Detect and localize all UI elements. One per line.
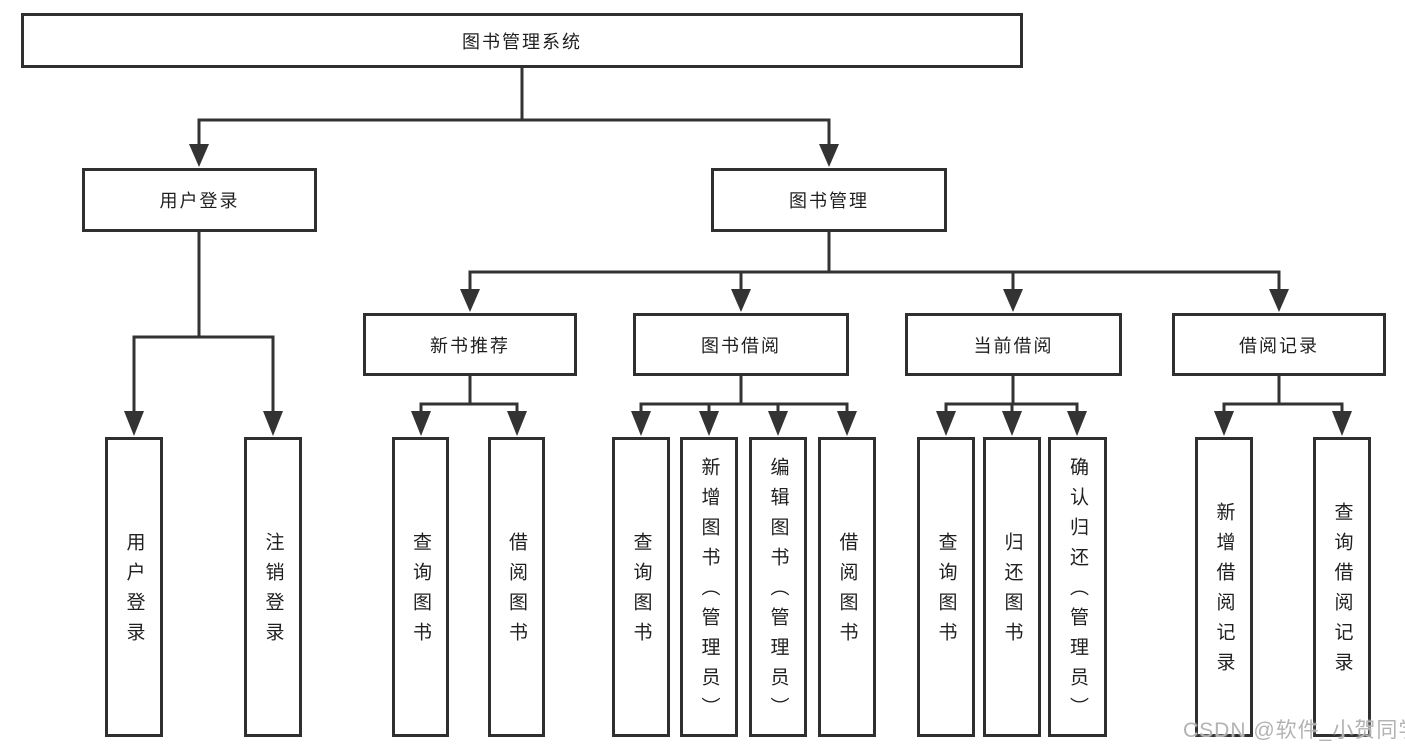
- leaf-user-login: 用户登录: [105, 437, 163, 737]
- leaf-query-borrow-record: 查询借阅记录: [1313, 437, 1371, 737]
- arrowhead: [189, 144, 209, 167]
- arrowhead: [819, 144, 839, 167]
- leaf-label: 编辑图书（管理员）: [767, 457, 789, 727]
- leaf-logout-login: 注销登录: [244, 437, 302, 737]
- arrowhead: [1002, 411, 1022, 436]
- leaf-label: 新增图书（管理员）: [698, 457, 720, 727]
- leaf-label: 用户登录: [123, 532, 145, 652]
- node-label: 图书管理系统: [462, 31, 582, 52]
- arrowhead: [460, 289, 480, 312]
- leaf-confirm-return-admin: 确认归还（管理员）: [1048, 437, 1107, 737]
- leaf-label: 查询图书: [630, 532, 652, 652]
- arrowhead: [1332, 411, 1352, 436]
- arrowhead: [507, 411, 527, 436]
- leaf-label: 查询图书: [410, 532, 431, 652]
- connector-book-management-to-level3: [460, 230, 1289, 312]
- node-label: 用户登录: [159, 191, 240, 211]
- node-book-borrowing: 图书借阅: [633, 313, 849, 376]
- leaf-label: 借阅图书: [836, 532, 858, 652]
- leaf-query-books-borrowing: 查询图书: [612, 437, 670, 737]
- leaf-add-books-admin: 新增图书（管理员）: [680, 437, 738, 737]
- connector-book-borrowing-children: [631, 374, 857, 436]
- connector-root-to-level2: [189, 66, 839, 167]
- connector-borrowing-records-children: [1214, 374, 1352, 436]
- node-user-login: 用户登录: [82, 168, 317, 232]
- arrowhead: [411, 411, 431, 436]
- arrowhead: [1067, 411, 1087, 436]
- node-label: 借阅记录: [1239, 335, 1319, 356]
- arrowhead: [263, 411, 283, 436]
- leaf-query-books-current: 查询图书: [917, 437, 975, 737]
- arrowhead: [699, 411, 719, 436]
- connector-new-book-recommendation-children: [411, 374, 527, 436]
- node-label: 当前借阅: [973, 335, 1054, 356]
- node-library-management-system: 图书管理系统: [21, 13, 1023, 68]
- leaf-return-books: 归还图书: [983, 437, 1041, 737]
- arrowhead: [731, 289, 751, 312]
- arrowhead: [124, 411, 144, 436]
- leaf-query-books-recommend: 查询图书: [392, 437, 449, 737]
- connector-user-login-children: [124, 230, 283, 436]
- leaf-label: 借阅图书: [506, 532, 527, 652]
- leaf-label: 确认归还（管理员）: [1067, 457, 1088, 727]
- node-new-book-recommendation: 新书推荐: [363, 313, 577, 376]
- leaf-add-borrow-record: 新增借阅记录: [1195, 437, 1253, 737]
- arrowhead: [1214, 411, 1234, 436]
- node-label: 图书借阅: [701, 335, 781, 356]
- node-borrowing-records: 借阅记录: [1172, 313, 1386, 376]
- arrowhead: [768, 411, 788, 436]
- leaf-label: 查询图书: [935, 532, 957, 652]
- leaf-label: 新增借阅记录: [1213, 502, 1235, 682]
- arrowhead: [837, 411, 857, 436]
- leaf-label: 归还图书: [1001, 532, 1023, 652]
- node-label: 新书推荐: [430, 335, 510, 356]
- arrowhead: [1003, 289, 1023, 312]
- leaf-label: 查询借阅记录: [1331, 502, 1353, 682]
- leaf-label: 注销登录: [262, 532, 284, 652]
- leaf-borrow-books-recommend: 借阅图书: [488, 437, 545, 737]
- watermark: CSDN @软件_小贺同学: [1183, 719, 1405, 742]
- node-current-borrowing: 当前借阅: [905, 313, 1122, 376]
- node-label: 图书管理: [789, 191, 869, 211]
- connector-current-borrowing-children: [936, 374, 1087, 436]
- arrowhead: [631, 411, 651, 436]
- leaf-borrow-books-borrowing: 借阅图书: [818, 437, 876, 737]
- leaf-edit-books-admin: 编辑图书（管理员）: [749, 437, 807, 737]
- arrowhead: [1269, 289, 1289, 312]
- arrowhead: [936, 411, 956, 436]
- node-book-management: 图书管理: [711, 168, 947, 232]
